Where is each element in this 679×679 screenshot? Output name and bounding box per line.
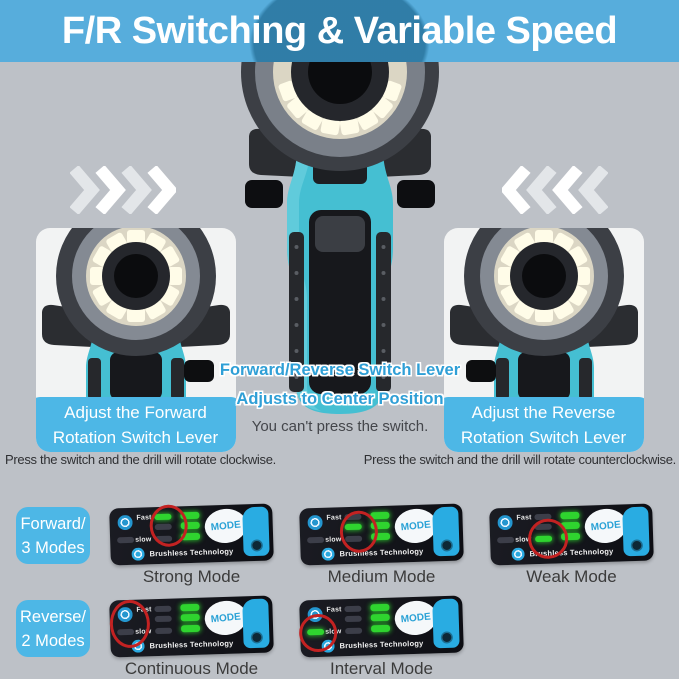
center-switch-note: Forward/Reverse Switch Lever Adjusts to … [170,356,510,435]
reverse-modes-box: Reverse/ 2 Modes [16,600,90,657]
mode-button: MODE [203,506,249,545]
led-bar-slow-right [155,627,173,635]
drill-side-grips [289,232,391,392]
page-title: F/R Switching & Variable Speed [61,9,618,52]
brushless-motor-icon [321,547,335,561]
forward-label-box: Adjust the Forward Rotation Switch Lever [36,397,236,452]
reverse-modes-line2: 2 Modes [21,631,85,650]
brand-text: Brushless Technology [149,546,234,559]
center-note-line2: Adjusts to Center Position [236,390,444,408]
chuck-led-ring [464,228,624,356]
speed-dial-icon [117,514,133,531]
speed-dial-icon [497,514,513,531]
mode-button: MODE [583,506,629,545]
fr-switch-reverse-position [466,360,496,382]
led-bar-mid [154,615,172,623]
forward-modes-line2: 3 Modes [21,538,85,557]
forward-modes-line1: Forward/ [20,514,86,533]
fast-label: Fast [326,606,342,614]
fast-label: Fast [326,514,342,522]
led-bar-slow-left [497,536,515,544]
speed-led-2 [180,613,200,622]
led-bar-slow-right [345,627,363,635]
slow-label: slow [325,536,342,544]
mode-button: MODE [393,598,439,637]
reverse-label-box: Adjust the Reverse Rotation Switch Lever [444,397,644,452]
reverse-label-line1: Adjust the Reverse [471,403,616,422]
drill-center-module [309,210,371,394]
reverse-caption: Press the switch and the drill will rota… [363,452,677,467]
led-bar-slow-left [307,536,325,544]
speed-led-3 [370,624,391,633]
title-banner: F/R Switching & Variable Speed [0,0,679,62]
forward-modes-box: Forward/ 3 Modes [16,507,90,564]
brand-text: Brushless Technology [149,638,234,651]
brushless-motor-icon [511,547,525,561]
forward-label-line2: Rotation Switch Lever [52,428,219,447]
center-note-line1: Forward/Reverse Switch Lever [219,361,461,379]
mode-caption: Weak Mode [526,567,617,586]
mode-caption: Strong Mode [142,567,241,586]
fr-switch-forward-position [184,360,214,382]
center-note-line3: You can't press the switch. [251,418,429,435]
speed-led-1 [180,603,200,612]
led-bar-fast [344,605,362,613]
mode-caption: Interval Mode [330,659,433,678]
slow-label: slow [135,536,152,544]
brand-text: Brushless Technology [339,638,424,651]
highlight-circle [109,599,151,649]
mode-button: MODE [203,598,249,637]
led-bar-mid [344,615,362,623]
speed-led-2 [370,613,390,622]
speed-led-1 [370,603,390,612]
drill-front-reverse [450,228,638,400]
reverse-inset-photo: Adjust the Reverse Rotation Switch Lever [444,228,644,452]
led-bar-slow-left [117,536,135,544]
speed-led-1 [560,511,580,520]
brushless-motor-icon [131,547,145,561]
forward-caption: Press the switch and the drill will rota… [5,452,276,467]
highlight-circle [149,504,189,548]
mode-caption: Continuous Mode [124,659,259,678]
reverse-label-line2: Rotation Switch Lever [460,428,627,447]
speed-dial-icon [307,514,323,531]
mode-button: MODE [393,506,439,545]
forward-inset-photo: Adjust the Forward Rotation Switch Lever [36,228,236,452]
speed-led-3 [180,624,201,633]
chevrons-left-icon [500,165,609,215]
highlight-circle [339,510,379,554]
led-bar-fast [154,605,172,613]
chevrons-right-icon [69,165,178,215]
drill-front-forward [42,228,230,400]
mode-caption: Medium Mode [327,567,436,586]
chuck-led-ring [56,228,216,356]
fr-switch-center [245,180,435,208]
fast-label: Fast [516,514,532,522]
reverse-modes-line1: Reverse/ [19,607,87,626]
forward-label-line1: Adjust the Forward [64,403,207,422]
